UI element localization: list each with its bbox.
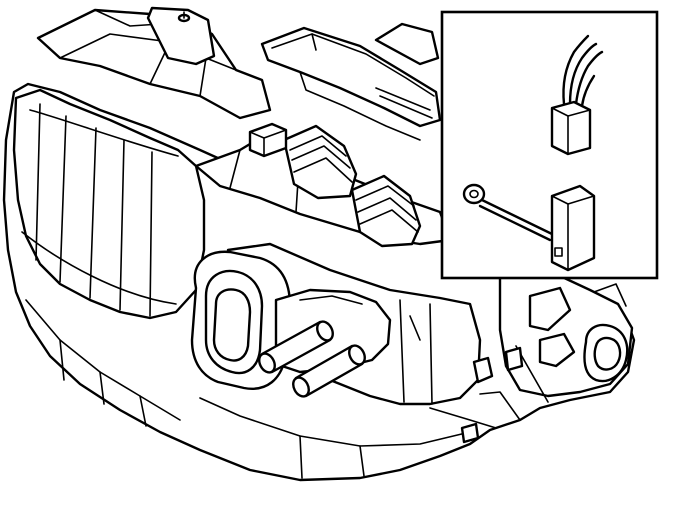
- main-assembly: [2, 6, 636, 482]
- right-blower-housing: [498, 266, 634, 403]
- inset-detail-box: [440, 10, 659, 280]
- lower-tabs: [429, 346, 524, 444]
- wired-connector: [550, 34, 604, 156]
- left-end-cover: [12, 88, 206, 320]
- coolant-pipes: [258, 320, 366, 398]
- sensor-with-cable: [462, 183, 596, 272]
- filter-stack: [282, 124, 422, 248]
- top-cap: [146, 6, 216, 66]
- top-grille-housing: [260, 22, 442, 141]
- small-connector-top: [248, 122, 288, 158]
